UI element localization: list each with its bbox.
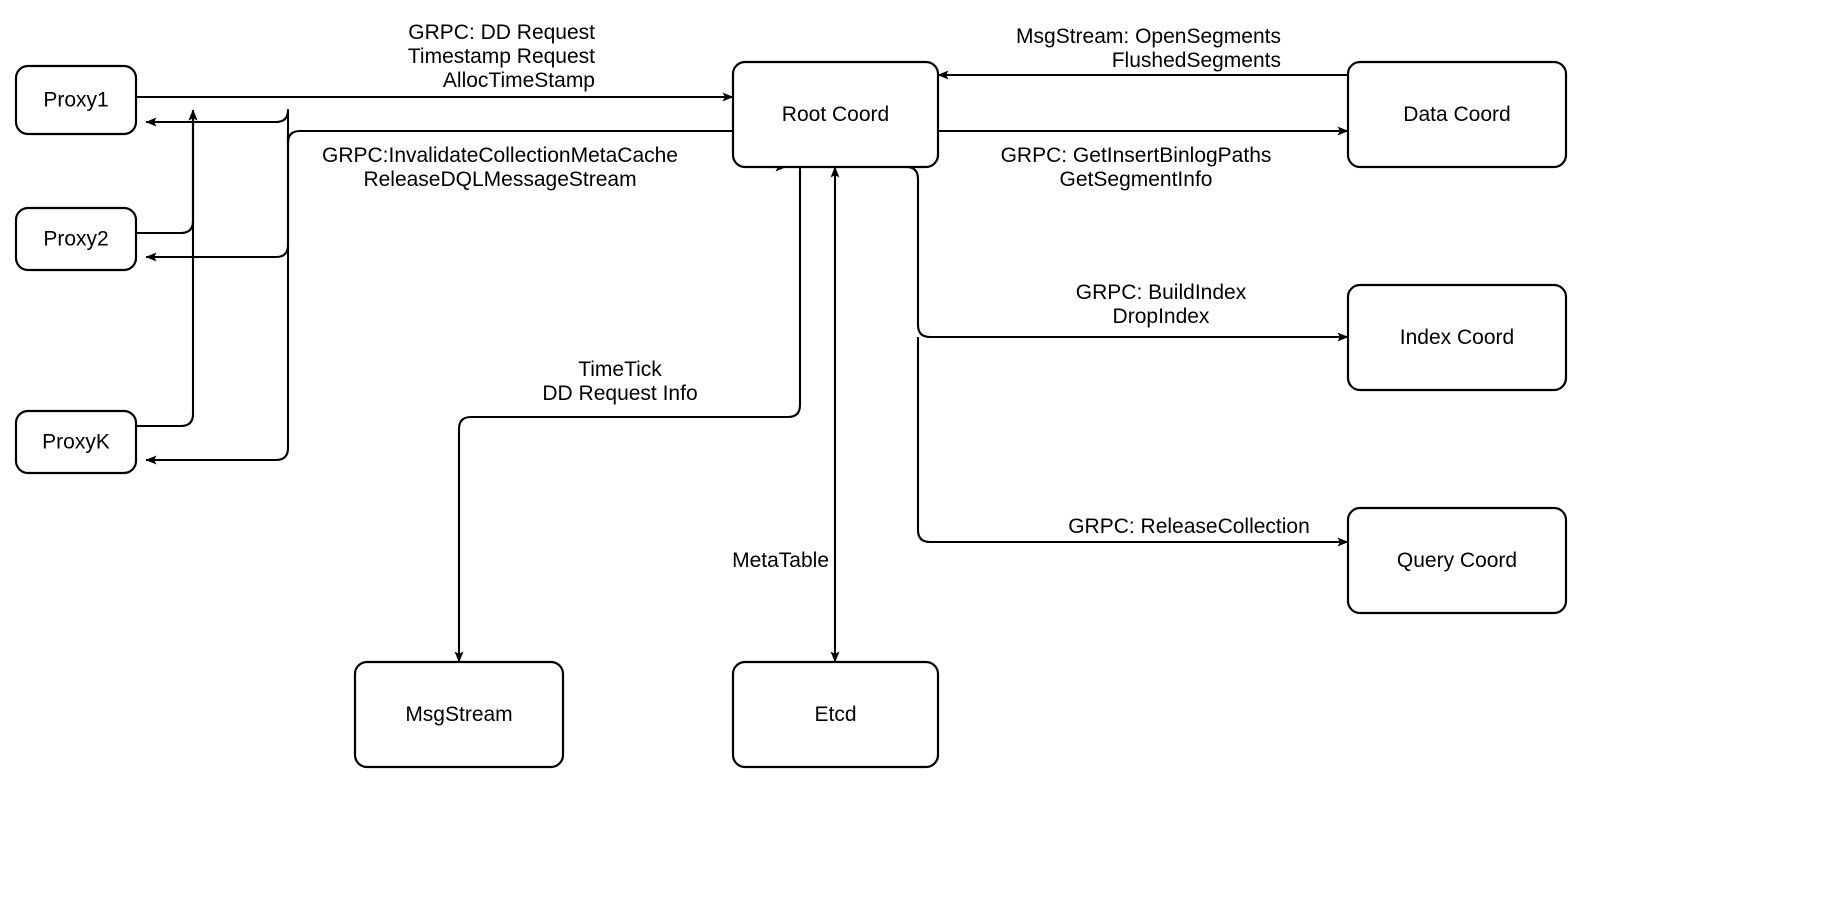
edge-label-line: GRPC: ReleaseCollection — [1068, 515, 1310, 538]
node-indexcoord[interactable]: Index Coord — [1346, 283, 1568, 392]
edge-label-line: DD Request Info — [542, 382, 697, 405]
edge-label-line: AllocTimeStamp — [443, 69, 595, 92]
node-box-msgstream — [353, 660, 565, 769]
node-box-indexcoord — [1346, 283, 1568, 392]
node-box-datacoord — [1346, 60, 1568, 169]
node-box-querycoord — [1346, 506, 1568, 615]
edge-label-line: GetSegmentInfo — [1060, 168, 1213, 191]
node-label-proxy1: Proxy1 — [43, 89, 108, 112]
edge-proxyk-to-rootcoord — [136, 109, 198, 428]
node-box-proxyk — [14, 409, 138, 475]
node-datacoord[interactable]: Data Coord — [1346, 60, 1568, 169]
edge-rootcoord-to-proxies — [145, 108, 733, 145]
edge-label-line: GRPC: BuildIndex — [1076, 281, 1247, 304]
edge-rootcoord-to-querycoord — [916, 337, 1349, 547]
node-label-rootcoord: Root Coord — [782, 103, 889, 126]
node-label-etcd: Etcd — [814, 703, 856, 726]
node-rootcoord[interactable]: Root Coord — [731, 60, 940, 169]
edges-layer — [136, 70, 1349, 663]
edge-label-line: TimeTick — [578, 358, 662, 381]
edge-rootcoord-to-proxy2 — [145, 135, 290, 262]
node-label-datacoord: Data Coord — [1403, 103, 1510, 126]
edge-label-line: MsgStream: OpenSegments — [1016, 25, 1281, 48]
edge-label-line: FlushedSegments — [1112, 49, 1281, 72]
node-msgstream[interactable]: MsgStream — [353, 660, 565, 769]
node-label-proxyk: ProxyK — [42, 431, 110, 454]
edge-label-line: ReleaseDQLMessageStream — [363, 168, 636, 191]
node-box-proxy2 — [14, 206, 138, 272]
node-etcd[interactable]: Etcd — [731, 660, 940, 769]
edge-label-line: GRPC:InvalidateCollectionMetaCache — [322, 144, 678, 167]
edge-label-line: MetaTable — [732, 549, 829, 572]
edge-label-line: GRPC: DD Request — [408, 21, 595, 44]
node-label-querycoord: Query Coord — [1397, 549, 1517, 572]
edge-label-root-to-etcd: MetaTable — [732, 549, 829, 572]
edge-rootcoord-to-indexcoord — [905, 165, 1349, 342]
edge-rootcoord-to-msgstream — [454, 167, 802, 663]
edge-rootcoord-to-proxyk — [145, 135, 290, 465]
node-box-rootcoord — [731, 60, 940, 169]
node-box-etcd — [731, 660, 940, 769]
node-box-proxy1 — [14, 64, 138, 136]
node-label-msgstream: MsgStream — [405, 703, 512, 726]
node-label-indexcoord: Index Coord — [1400, 326, 1514, 349]
edge-label-line: GRPC: GetInsertBinlogPaths — [1001, 144, 1272, 167]
node-label-proxy2: Proxy2 — [43, 228, 108, 251]
node-proxy2[interactable]: Proxy2 — [14, 206, 138, 272]
edge-label-root-to-querycoord: GRPC: ReleaseCollection — [1068, 515, 1310, 538]
node-querycoord[interactable]: Query Coord — [1346, 506, 1568, 615]
node-proxyk[interactable]: ProxyK — [14, 409, 138, 475]
node-proxy1[interactable]: Proxy1 — [14, 64, 138, 136]
edge-proxy2-to-rootcoord — [136, 109, 198, 235]
edge-label-line: DropIndex — [1113, 305, 1210, 328]
edge-label-line: Timestamp Request — [408, 45, 595, 68]
